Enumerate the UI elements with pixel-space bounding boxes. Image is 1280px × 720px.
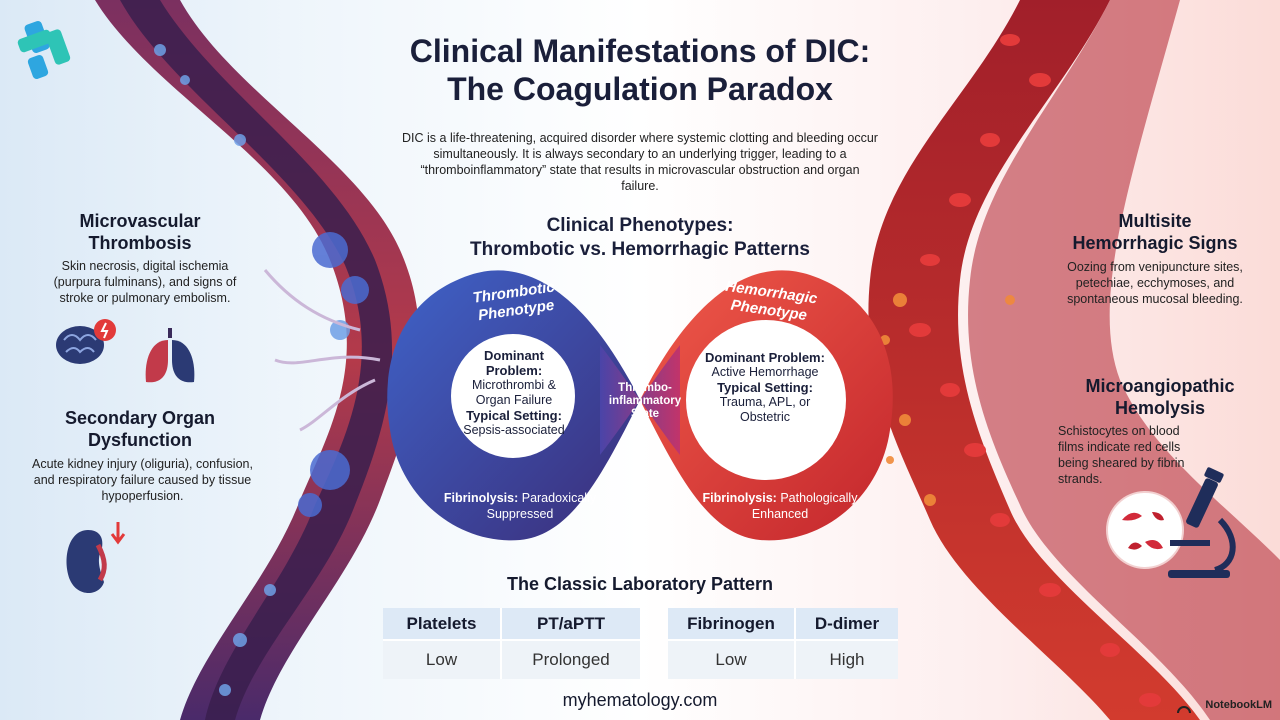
hemorrhagic-setting-value: Trauma, APL, or Obstetric: [719, 395, 811, 424]
lab-value: High: [794, 641, 898, 679]
hemorrhagic-dominant-label: Dominant Problem:: [705, 350, 825, 365]
thrombotic-circle: [451, 334, 575, 458]
organ-heading: Secondary Organ Dysfunction: [30, 407, 250, 451]
organ-heading-line-1: Secondary Organ: [64, 408, 216, 428]
lab-header: Platelets: [383, 608, 500, 641]
hemorrhagic-signs-text: Oozing from venipuncture sites, petechia…: [1067, 260, 1243, 306]
hemolysis-heading: Microangiopathic Hemolysis: [1045, 375, 1275, 419]
hemorrhagic-signs-heading: Multisite Hemorrhagic Signs: [1040, 210, 1270, 254]
phenotypes-heading: Clinical Phenotypes: Thrombotic vs. Hemo…: [440, 214, 840, 262]
hemorrhagic-dominant-value: Active Hemorrhage: [711, 365, 819, 379]
lab-column-d-dimer: D-dimer High: [794, 608, 898, 679]
thrombotic-fibrinolysis-value-2: Suppressed: [486, 507, 554, 521]
hemorrhagic-signs-heading-line-1: Multisite: [1118, 211, 1192, 231]
title-line-1: Clinical Manifestations of DIC:: [409, 33, 871, 69]
lab-value: Low: [668, 641, 794, 679]
lab-header: D-dimer: [794, 608, 898, 641]
thromboinflammatory-label: Thrombo- inflammatory State: [600, 382, 690, 421]
footer-website: myhematology.com: [562, 690, 718, 710]
hemorrhagic-details: Dominant Problem: Active Hemorrhage Typi…: [700, 350, 830, 425]
thrombotic-details: Dominant Problem: Microthrombi & Organ F…: [455, 348, 573, 438]
organ-text: Acute kidney injury (oliguria), confusio…: [32, 457, 253, 503]
center-label-line-3: State: [630, 408, 660, 420]
page-title: Clinical Manifestations of DIC: The Coag…: [340, 32, 940, 108]
right-vessel: [868, 0, 1280, 720]
hemorrhagic-setting-label: Typical Setting:: [717, 380, 813, 395]
lab-table-group-1: Platelets Low PT/aPTT Prolonged: [383, 608, 640, 679]
thrombotic-dominant-value: Microthrombi & Organ Failure: [471, 378, 557, 407]
thrombotic-dominant-label: Dominant Problem:: [484, 348, 544, 378]
thrombotic-fibrinolysis-value-1: Paradoxically: [521, 491, 597, 505]
hemolysis-heading-line-2: Hemolysis: [1114, 398, 1206, 418]
hemolysis-heading-line-1: Microangiopathic: [1085, 376, 1235, 396]
brain-icon: [56, 319, 116, 364]
hemolysis-text: Schistocytes on blood films indicate red…: [1058, 424, 1185, 486]
lab-column-platelets: Platelets Low: [383, 608, 500, 679]
center-label-line-1: Thrombo-: [618, 382, 672, 394]
thrombotic-setting-value: Sepsis-associated: [463, 423, 565, 437]
microvascular-heading-line-2: Thrombosis: [88, 233, 192, 253]
hemorrhagic-fibrinolysis-value-2: Enhanced: [751, 507, 809, 521]
lab-column-pt-aptt: PT/aPTT Prolonged: [500, 608, 640, 679]
cross-logo-icon: [17, 20, 71, 79]
lab-column-fibrinogen: Fibrinogen Low: [668, 608, 794, 679]
microvascular-heading: Microvascular Thrombosis: [40, 210, 240, 254]
lab-header: PT/aPTT: [500, 608, 640, 641]
hemorrhagic-circle: [686, 320, 846, 480]
schistocytes-icon: [1106, 491, 1184, 569]
hemorrhagic-fibrinolysis-label: Fibrinolysis:: [702, 491, 777, 505]
lab-value: Prolonged: [500, 641, 640, 679]
left-vessel: [95, 0, 420, 720]
brand-label: NotebookLM: [1205, 699, 1272, 711]
kidney-icon: [66, 522, 126, 593]
thrombotic-fibrinolysis-label: Fibrinolysis:: [443, 491, 519, 505]
microvascular-text: Skin necrosis, digital ischemia (purpura…: [53, 259, 237, 305]
hemorrhagic-signs-heading-line-2: Hemorrhagic Signs: [1072, 233, 1238, 253]
center-label-line-2: inflammatory: [608, 395, 682, 407]
microscope-icon: [1168, 467, 1236, 578]
lab-table-group-2: Fibrinogen Low D-dimer High: [668, 608, 898, 679]
lab-header: Fibrinogen: [668, 608, 794, 641]
hemorrhagic-fibrinolysis: Fibrinolysis: Pathologically Enhanced: [680, 490, 880, 522]
notebooklm-brand: NotebookLM: [1205, 699, 1272, 711]
thrombotic-fibrinolysis: Fibrinolysis: Paradoxically Suppressed: [425, 490, 615, 522]
lungs-icon: [145, 328, 195, 383]
thrombotic-setting-label: Typical Setting:: [466, 408, 562, 423]
title-line-2: The Coagulation Paradox: [447, 71, 833, 107]
phenotypes-heading-line-1: Clinical Phenotypes:: [546, 215, 734, 236]
intro-text: DIC is a life-threatening, acquired diso…: [402, 131, 878, 193]
microvascular-heading-line-1: Microvascular: [79, 211, 201, 231]
organ-heading-line-2: Dysfunction: [87, 430, 192, 450]
phenotypes-heading-line-2: Thrombotic vs. Hemorrhagic Patterns: [470, 239, 810, 260]
hemorrhagic-fibrinolysis-value-1: Pathologically: [780, 491, 858, 505]
lab-value: Low: [383, 641, 500, 679]
lab-title: The Classic Laboratory Pattern: [506, 574, 774, 594]
